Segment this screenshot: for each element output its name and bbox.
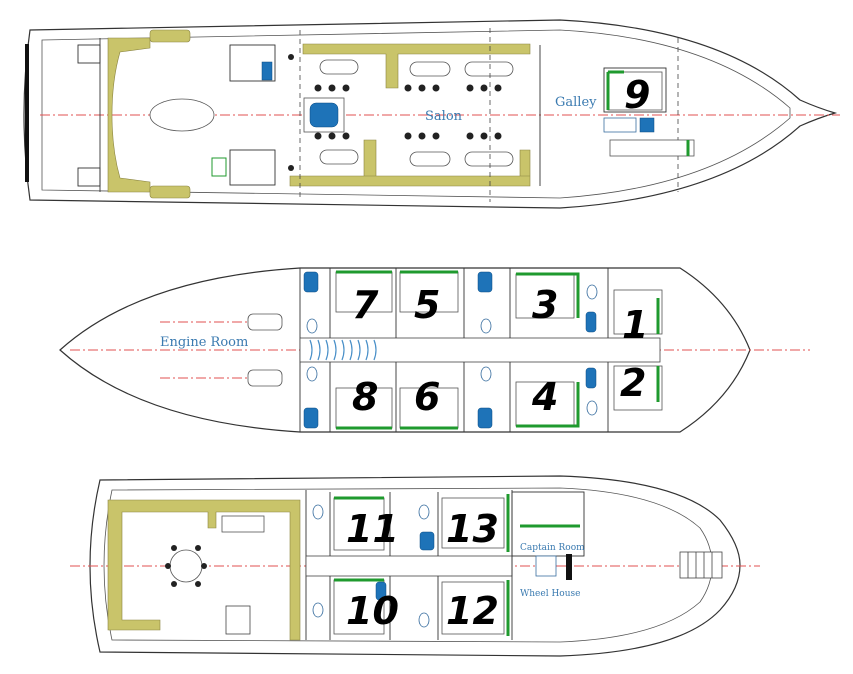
lower-deck: Engine Room [59,267,810,433]
salon-table-4 [319,149,359,165]
cabin-9-bed-frame [606,70,624,110]
cabin-4-number: 4 [531,375,558,419]
deck-ladder [211,157,227,177]
aft-table [169,549,203,583]
salon-table-5 [409,151,451,167]
main-deck: Captain Room Wheel House 11 13 10 12 [70,475,760,657]
cabin-9-number: 9 [624,73,650,117]
engine-2 [247,369,283,387]
wheel-house-label: Wheel House [520,589,580,599]
aft-chairs [165,545,207,587]
bow-ladder [679,551,723,579]
wc-bottom [229,149,276,186]
galley-label: Galley [555,95,597,110]
cabin-8-number: 8 [352,375,378,419]
cabin-7-number: 7 [352,283,379,327]
cabin-9-bed [607,71,663,111]
cabin-1-bed [613,289,663,335]
aft-deck-box [221,515,265,533]
stairs-down [77,167,101,187]
wc-top-shower [261,61,273,81]
cabin-2-bed [613,365,663,411]
lower-stairs [309,339,377,361]
salon-table-1 [319,59,359,75]
main-deck-inner-hull [103,487,713,643]
deck-post [288,54,294,60]
salon-sofa-bottom [289,139,531,187]
salon-stair-blue [309,102,339,128]
captain-room-label: Captain Room [520,543,585,553]
cabin-11-number: 11 [346,507,399,551]
cabin-3-bed [515,273,575,319]
crew-room-bed [609,139,695,157]
salon-table-6 [464,151,514,167]
cabin-8-bed [335,387,393,429]
cabin-12-number: 12 [446,589,499,633]
engine-1 [247,313,283,331]
aft-sofa [107,499,301,641]
salon-sofa-top [302,43,531,89]
stern-sofa [107,37,151,193]
salon-table-2 [409,61,451,77]
cabin-13-bed [441,497,505,549]
salon-table-3 [464,61,514,77]
helm-console [535,555,557,577]
main-bath-fixtures [312,504,435,628]
cabin-6-number: 6 [414,375,440,419]
cabin-10-bed [333,579,385,635]
main-corridor [305,555,513,577]
engine-room-label: Engine Room [160,335,248,350]
galley-blue [639,117,655,133]
cabin-4-bed-frame [516,382,580,428]
deck-post-2 [288,165,294,171]
lower-cabin-walls [329,268,609,432]
cabin-9 [603,67,667,113]
cabin-5-number: 5 [414,283,440,327]
cabin-4-bed [515,381,575,427]
salon-chairs [314,84,502,140]
upper-deck-inner-hull [41,29,791,199]
cabin-2-number: 2 [620,361,646,405]
salon-label: Salon [425,109,463,124]
cabin-3-bed-frame [516,272,580,318]
upper-deck: Salon Galley 9 [23,19,840,209]
helm-panel [566,554,572,580]
cabin-3-number: 3 [532,283,558,327]
aft-ladder [225,605,251,635]
cabin-13-number: 13 [446,507,499,551]
cabin-1-number: 1 [622,303,648,347]
corridor [299,337,661,363]
stairs-up [77,44,101,64]
stern-table [149,98,215,132]
bow-ladder-steps [687,552,713,578]
cabin-6-bed [399,387,459,429]
lower-bath-fixtures [303,271,598,429]
cabin-11-bed [333,497,385,551]
wc-top [229,44,276,82]
cabin-7-bed [335,271,393,313]
cabin-12-bed [441,581,505,635]
stern-edge [25,44,29,182]
galley-fixture [603,117,637,133]
stern-bench-bottom [149,185,191,199]
cabin-10-number: 10 [346,589,399,633]
stern-bench-top [149,29,191,43]
